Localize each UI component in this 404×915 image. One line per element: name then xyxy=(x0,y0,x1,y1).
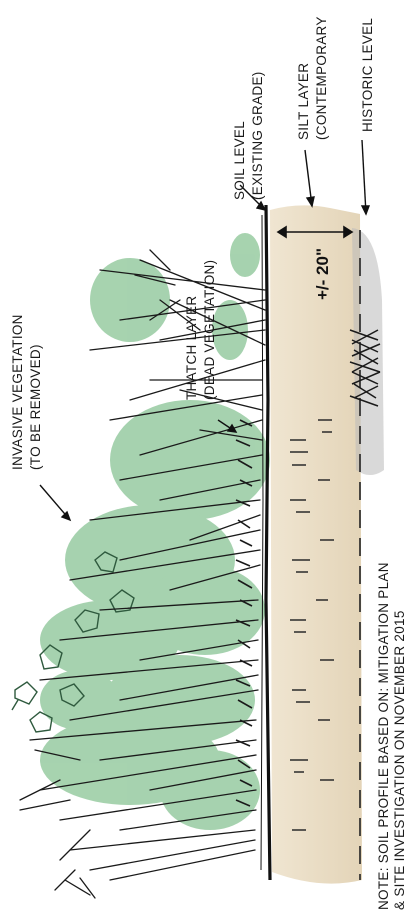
silt-layer-label: SILT LAYER xyxy=(296,63,311,140)
soil-level-label: SOIL LEVEL xyxy=(232,121,247,200)
silt-layer-band xyxy=(270,205,362,883)
thatch-layer-label: THATCH LAYER xyxy=(184,296,199,400)
historic-level-leader xyxy=(362,140,366,214)
soil-level-sublabel: (EXISTING GRADE) xyxy=(250,71,265,200)
silt-layer-sublabel: (CONTEMPORARY xyxy=(314,16,329,140)
invasive-vegetation-wash xyxy=(40,233,270,830)
soil-grade-line xyxy=(266,205,270,880)
dimension-label: +/- 20" xyxy=(313,248,332,300)
note-line-1: NOTE: SOIL PROFILE BASED ON: MITIGATION … xyxy=(376,562,391,910)
invasive-vegetation-label: INVASIVE VEGETATION xyxy=(10,314,25,470)
invasive-vegetation-sublabel: (TO BE REMOVED) xyxy=(28,344,43,470)
historic-level-label: HISTORIC LEVEL xyxy=(360,18,375,132)
note-line-2: & SITE INVESTIGATION ON NOVEMBER 2015 xyxy=(392,610,404,910)
thatch-layer-sublabel: (DEAD VEGETATION) xyxy=(202,260,217,400)
